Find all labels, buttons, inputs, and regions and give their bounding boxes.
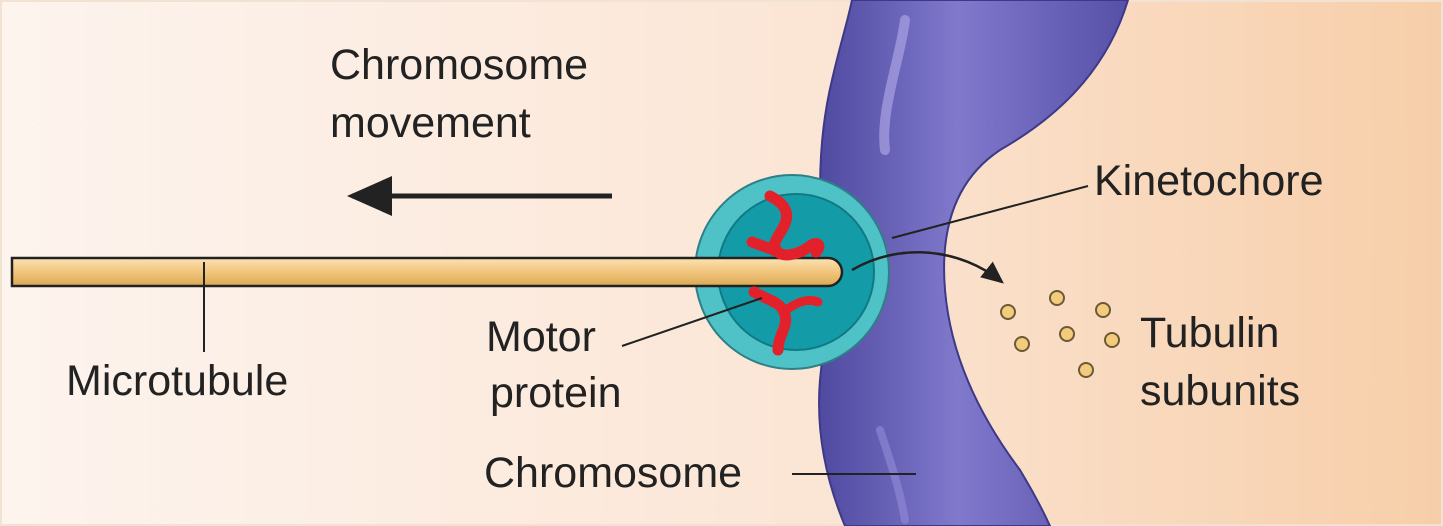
tubulin-subunit (1096, 303, 1110, 317)
tubulin-subunit (1001, 305, 1015, 319)
tubulin-subunit (1015, 337, 1029, 351)
chromosome-movement-label-line1: Chromosome (330, 36, 588, 94)
tubulin-subunit (1050, 291, 1064, 305)
tubulin-subunit (1105, 333, 1119, 347)
motor-protein-label-line2: protein (490, 364, 621, 422)
microtubule-label: Microtubule (66, 352, 288, 410)
tubulin-label-line2: subunits (1140, 362, 1300, 420)
tubulin-subunit (1079, 363, 1093, 377)
tubulin-label-line1: Tubulin (1140, 304, 1279, 362)
tubulin-subunit (1060, 327, 1074, 341)
motor-protein-label-line1: Motor (486, 308, 596, 366)
chromosome-label: Chromosome (484, 444, 742, 502)
chromosome-movement-label-line2: movement (330, 94, 531, 152)
kinetochore-label: Kinetochore (1094, 152, 1324, 210)
microtubule-rod (12, 258, 842, 286)
